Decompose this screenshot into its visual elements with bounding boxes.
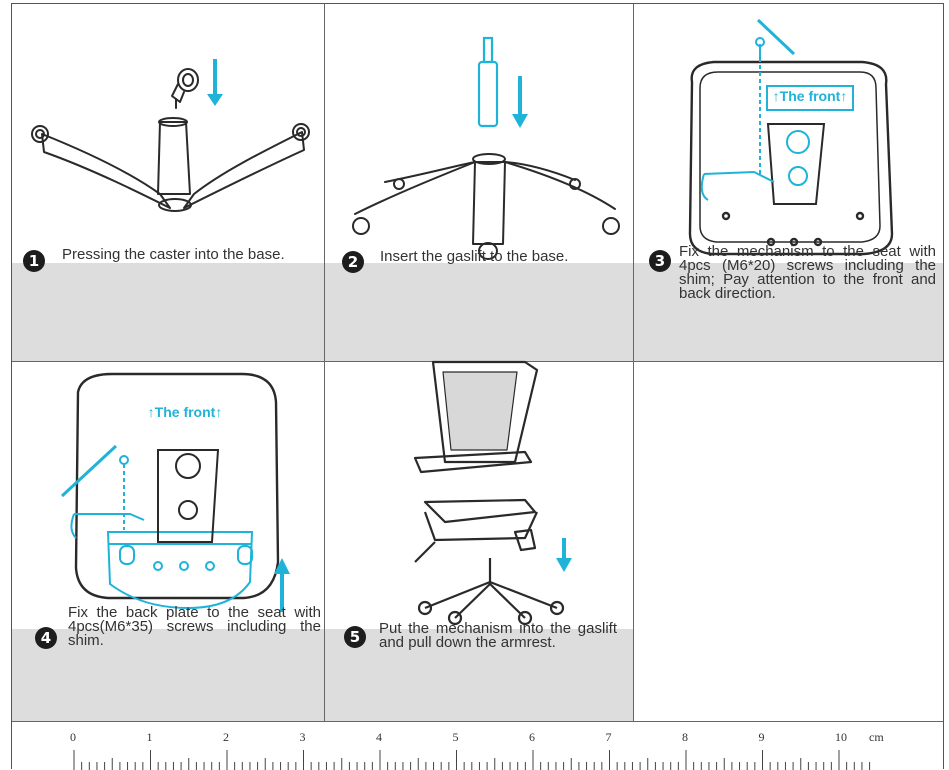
ruler-tick-label: 4 [376, 730, 382, 745]
step-number-badge: 2 [342, 251, 364, 273]
ruler-tick-label: 2 [223, 730, 229, 745]
ruler-tick-label: 7 [606, 730, 612, 745]
step3-illustration [634, 4, 943, 263]
screw-icon [756, 38, 764, 60]
step-caption: Put the mechanism into the gaslift and p… [379, 622, 617, 650]
front-label-step4: ↑The front↑ [143, 404, 227, 420]
step2-illustration [325, 4, 634, 263]
ruler-tick-label: 5 [453, 730, 459, 745]
ruler-unit-label: cm [869, 730, 884, 745]
step-caption: Fix the back plate to the seat with 4pcs… [68, 606, 321, 648]
step4-illustration [12, 362, 324, 630]
ruler-tick-label: 8 [682, 730, 688, 745]
step5-illustration [325, 362, 634, 630]
step-number-badge: 4 [35, 627, 57, 649]
gaslift-icon [479, 38, 497, 126]
arrow-down-icon [207, 59, 223, 106]
step-caption: Pressing the caster into the base. [62, 248, 308, 262]
ruler-tick-label: 10 [835, 730, 847, 745]
step-caption: Insert the gaslift to the base. [380, 250, 620, 264]
caster-icon [172, 69, 198, 108]
screw-icon [120, 456, 128, 530]
step-number-badge: 5 [344, 626, 366, 648]
ruler-tick-label: 6 [529, 730, 535, 745]
step1-illustration [12, 4, 324, 263]
arrow-down-icon [556, 538, 572, 572]
chair-icon [415, 362, 563, 624]
step-caption: Fix the mechanism to the seat with 4pcs … [679, 245, 936, 301]
ruler-tick-label: 3 [300, 730, 306, 745]
front-label-step3: ↑The front↑ [768, 88, 852, 104]
step-number-badge: 1 [23, 250, 45, 272]
seat-plate-icon [702, 44, 853, 204]
ruler-tick-label: 1 [147, 730, 153, 745]
hex-key-icon [62, 446, 116, 496]
ruler-tick-label: 9 [759, 730, 765, 745]
instruction-sheet: ↑The front↑ ↑The front↑ [11, 3, 944, 769]
step-number-badge: 3 [649, 250, 671, 272]
hex-key-icon [758, 20, 794, 54]
arrow-down-icon [512, 76, 528, 128]
ruler-tick-label: 0 [70, 730, 76, 745]
